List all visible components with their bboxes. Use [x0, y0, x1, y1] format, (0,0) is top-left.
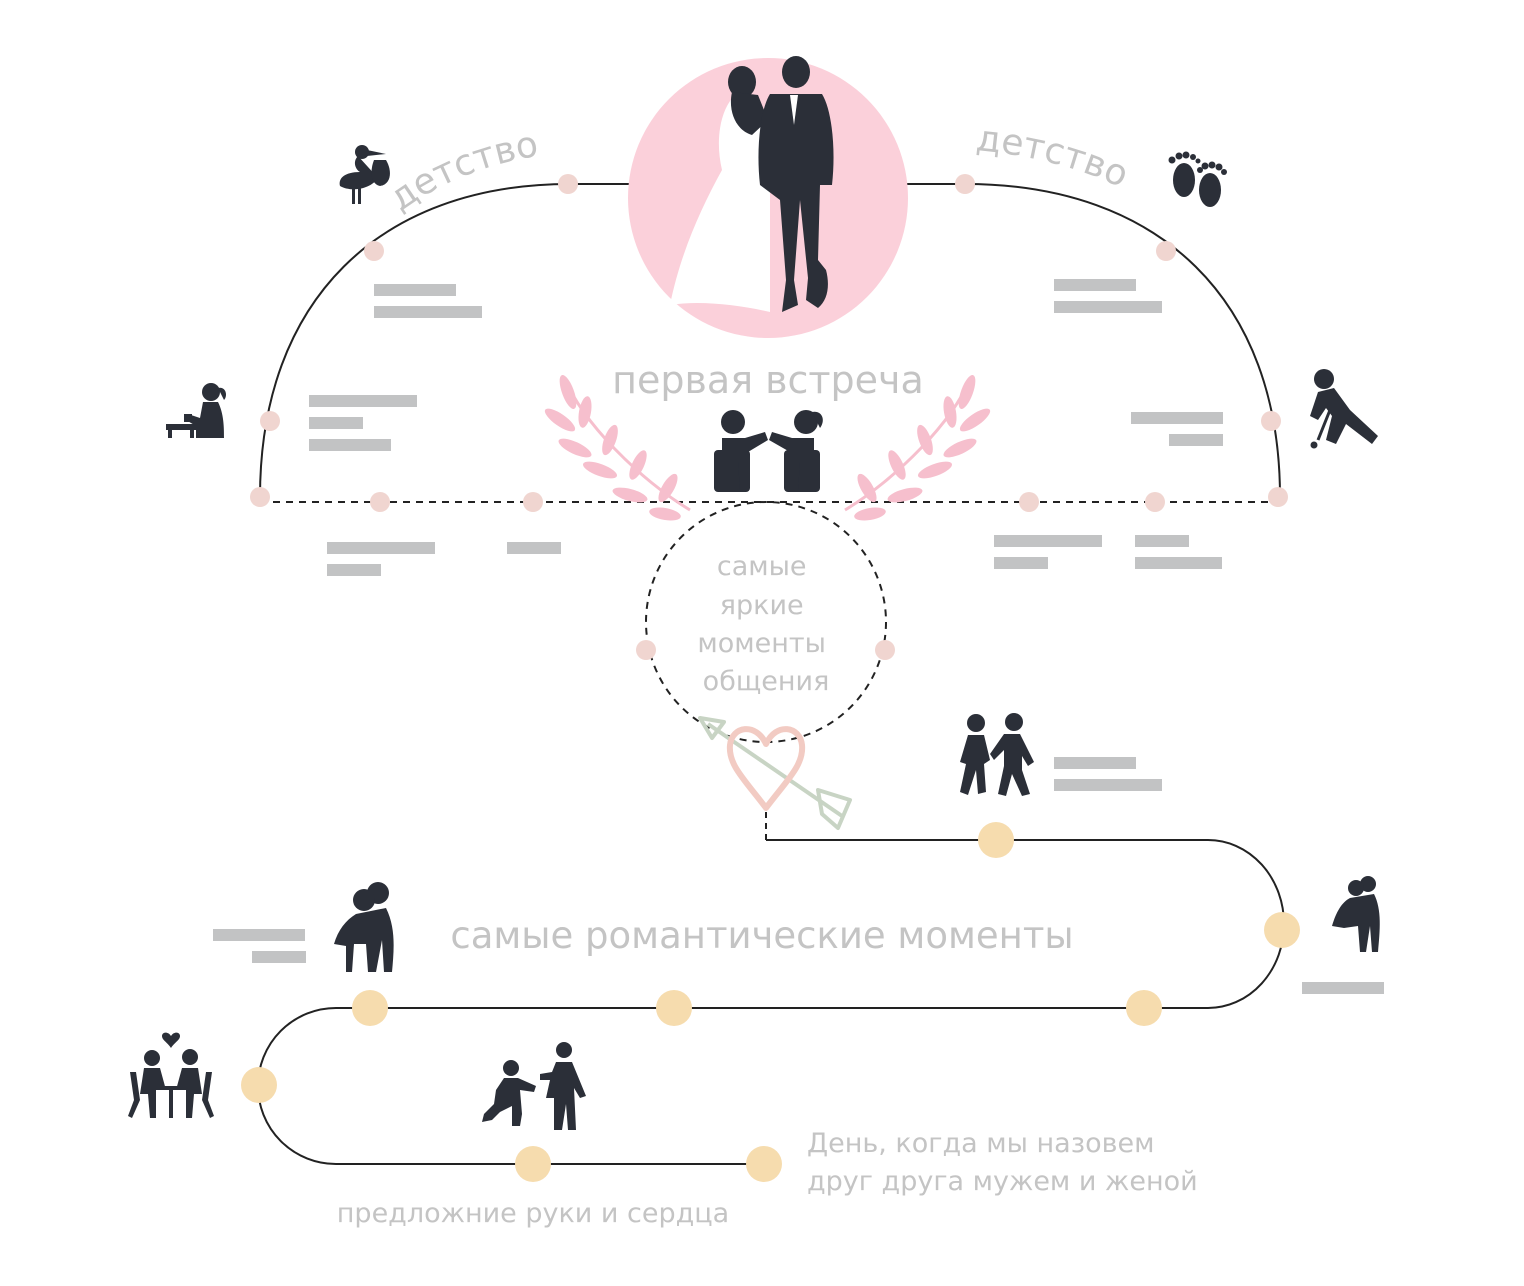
placeholder-bar — [1054, 757, 1136, 769]
placeholder-bar — [507, 542, 561, 554]
timeline-dot — [978, 822, 1014, 858]
placeholder-bar — [1302, 982, 1384, 994]
timeline-dot — [515, 1146, 551, 1182]
placeholder-bar — [1131, 412, 1223, 424]
couple-date-icon — [128, 1032, 214, 1118]
boy-hockey-icon — [1310, 369, 1378, 449]
placeholder-bar — [252, 951, 306, 963]
couple-walking-icon — [960, 713, 1034, 796]
girl-playing-icon — [166, 383, 226, 438]
couple-sitting-icon — [714, 410, 823, 492]
romantic-moments-label: самые романтические моменты — [450, 914, 1073, 957]
timeline-dot — [364, 241, 384, 261]
couple-hugging-icon — [334, 882, 394, 972]
timeline-dot — [656, 990, 692, 1026]
proposal-label: предложние руки и сердца — [337, 1198, 729, 1229]
baby-feet-icon — [1168, 151, 1227, 207]
placeholder-bars-walking — [1054, 757, 1162, 791]
timeline-dot — [636, 640, 656, 660]
heart-arrow-icon — [698, 716, 852, 830]
couple-wedding-icon — [670, 56, 834, 312]
top-arch-dots — [250, 174, 1288, 512]
laurel-left-icon — [544, 374, 691, 521]
timeline-dot — [558, 174, 578, 194]
stork-icon — [339, 145, 390, 204]
timeline-dot — [523, 492, 543, 512]
laurel-right-icon — [844, 374, 991, 521]
bottom-dots — [241, 822, 1300, 1182]
couple-hugging-icon — [1332, 876, 1380, 952]
placeholder-bar — [1054, 279, 1136, 291]
timeline-dot — [241, 1067, 277, 1103]
bright-moments-circle — [645, 501, 887, 743]
placeholder-bar — [1135, 557, 1222, 569]
timeline-dot — [352, 990, 388, 1026]
childhood-left-label: детство — [382, 124, 541, 219]
placeholder-bars-top — [309, 279, 1223, 576]
timeline-dot — [370, 492, 390, 512]
placeholder-bar — [1169, 434, 1223, 446]
placeholder-bar — [327, 542, 435, 554]
placeholder-bar — [213, 929, 305, 941]
placeholder-bars-romantic — [213, 929, 306, 963]
placeholder-bar — [1054, 301, 1162, 313]
timeline-serpentine — [257, 839, 1285, 1165]
placeholder-bar — [1135, 535, 1189, 547]
bright-moments-label: самые яркие моменты общения — [697, 551, 834, 697]
timeline-dot — [1126, 990, 1162, 1026]
placeholder-bar — [309, 417, 363, 429]
placeholder-bar — [994, 535, 1102, 547]
timeline-dot — [1145, 492, 1165, 512]
first-meeting-label: первая встреча — [612, 358, 924, 402]
timeline-dot — [1019, 492, 1039, 512]
timeline-dot — [260, 411, 280, 431]
timeline-dot — [1261, 411, 1281, 431]
timeline-dot — [746, 1146, 782, 1182]
timeline-dot — [1268, 487, 1288, 507]
timeline-dot — [955, 174, 975, 194]
placeholder-bar — [374, 306, 482, 318]
placeholder-bar — [374, 284, 456, 296]
timeline-dot — [1264, 912, 1300, 948]
placeholder-bar — [309, 439, 391, 451]
timeline-dot — [1156, 241, 1176, 261]
timeline-dot — [875, 640, 895, 660]
proposal-icon — [482, 1042, 586, 1130]
placeholder-bar — [1054, 779, 1162, 791]
placeholder-bar — [327, 564, 381, 576]
placeholder-bar — [309, 395, 417, 407]
wedding-day-label: День, когда мы назовем друг друга мужем … — [807, 1128, 1198, 1197]
timeline-dot — [250, 487, 270, 507]
placeholder-bar — [994, 557, 1048, 569]
